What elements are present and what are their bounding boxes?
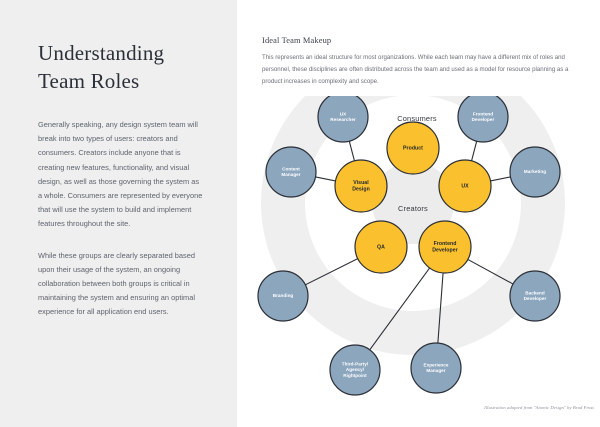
node-label: Developer: [524, 296, 547, 301]
node-label: Branding: [273, 293, 294, 298]
body-paragraph-1: Generally speaking, any design system te…: [38, 119, 203, 229]
ring-label-consumers: Consumers: [397, 114, 437, 123]
node-circle[interactable]: [509, 146, 561, 198]
left-text-panel: Understanding Team Roles Generally speak…: [0, 0, 237, 427]
node-label: Design: [352, 187, 370, 193]
connector-line: [437, 272, 444, 344]
node-circle[interactable]: [509, 270, 561, 322]
role-nodes: UXResearcherFrontendDeveloperMarketingCo…: [257, 96, 561, 396]
node-label: Marketing: [524, 169, 546, 174]
role-node-qa[interactable]: QA: [354, 220, 408, 274]
role-node-third-party-agency-rightpoint[interactable]: Third-Party/Agency/Rightpoint: [329, 344, 381, 396]
node-label: Frontend: [434, 241, 457, 247]
node-label: Researcher: [330, 117, 356, 122]
diagram-canvas: UXResearcherFrontendDeveloperMarketingCo…: [257, 96, 565, 396]
node-label: Visual: [353, 180, 369, 186]
connector-line: [489, 176, 512, 182]
node-label: UX: [461, 183, 469, 189]
node-circle[interactable]: [418, 220, 472, 274]
connector-line: [304, 258, 359, 286]
node-circle[interactable]: [265, 146, 317, 198]
role-node-product[interactable]: Product: [386, 121, 440, 175]
connector-lines: [304, 140, 514, 351]
node-label: Backend: [525, 290, 545, 295]
connector-line: [369, 267, 431, 351]
node-circle[interactable]: [354, 220, 408, 274]
connector-line: [471, 140, 478, 162]
node-label: Agency/: [346, 367, 365, 372]
illustration-caption: Illustration adapted from "Atomic Design…: [484, 405, 595, 410]
node-circle[interactable]: [410, 342, 462, 394]
node-label: UX: [340, 111, 347, 116]
node-label: Third-Party/: [342, 362, 369, 367]
section-description: This represents an ideal structure for m…: [262, 54, 569, 85]
connector-line: [348, 140, 355, 162]
body-paragraph-2: While these groups are clearly separated…: [38, 250, 195, 317]
node-circle[interactable]: [457, 96, 509, 143]
page-title: Understanding Team Roles: [38, 41, 165, 93]
node-label: Experience: [423, 362, 448, 367]
left-panel-content: Understanding Team Roles Generally speak…: [38, 40, 203, 337]
node-circle[interactable]: [334, 159, 388, 213]
role-node-marketing[interactable]: Marketing: [509, 146, 561, 198]
role-node-ux[interactable]: UX: [438, 159, 492, 213]
node-label: Content: [282, 166, 300, 171]
node-circle[interactable]: [438, 159, 492, 213]
node-label: Manager: [281, 172, 300, 177]
node-label: Developer: [472, 117, 495, 122]
node-circle[interactable]: [317, 96, 369, 143]
node-label: Rightpoint: [343, 373, 367, 378]
role-node-branding[interactable]: Branding: [257, 270, 309, 322]
right-diagram-panel: Ideal Team Makeup This represents an ide…: [237, 0, 600, 427]
connector-line: [467, 258, 514, 285]
connector-line: [314, 176, 337, 182]
node-label: Frontend: [473, 111, 493, 116]
node-circle[interactable]: [329, 344, 381, 396]
section-header: Ideal Team Makeup This represents an ide…: [262, 36, 582, 87]
node-label: Manager: [426, 368, 445, 373]
node-label: Product: [403, 145, 423, 151]
node-circle[interactable]: [386, 121, 440, 175]
section-title: Ideal Team Makeup: [262, 36, 332, 45]
node-label: Developer: [432, 248, 458, 254]
node-circle[interactable]: [257, 270, 309, 322]
ring-label-creators: Creators: [398, 204, 428, 213]
node-label: QA: [377, 244, 385, 250]
